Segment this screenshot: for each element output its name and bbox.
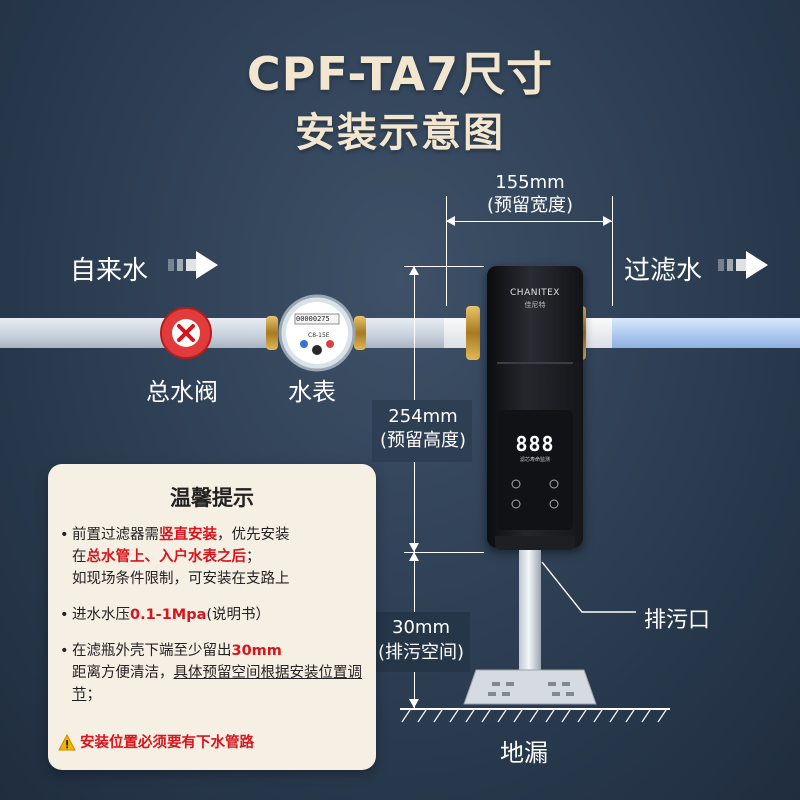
bullet-icon: •: [60, 527, 69, 543]
drain-label-bg: [374, 612, 470, 672]
drain-pipe: [519, 550, 541, 690]
flow-arrow-in-icon: [168, 251, 218, 279]
title-line-2: 安装示意图: [295, 110, 505, 156]
main-valve-label: 总水阀: [146, 378, 218, 406]
height-dim-bottom-line: [404, 552, 484, 553]
outlet-pipe: [610, 318, 800, 348]
filter-head: [487, 266, 583, 362]
drain-space-label: (排污空间): [377, 642, 465, 663]
width-label: (预留宽度): [486, 195, 574, 216]
water-meter-icon: [278, 294, 356, 372]
meter-fitting-left: [266, 316, 278, 350]
height-dim-top-line: [404, 266, 484, 267]
filter-brand: CHANITEX: [510, 288, 560, 298]
meter-fitting-right: [354, 316, 366, 350]
notice-item-4: 安装位置必须要有下水管路: [58, 732, 372, 754]
height-value: 254mm: [388, 406, 458, 427]
height-dim-arrows-icon: [409, 266, 419, 552]
inlet-brass-nut: [466, 306, 480, 360]
filter-display: 888: [515, 432, 555, 456]
drain-port-label: 排污口: [644, 608, 711, 633]
notice-item-1: • 前置过滤器需竖直安装，优先安装 在总水管上、入户水表之后； 如现场条件限制，…: [60, 524, 372, 590]
filter-bottom-cap: [495, 536, 575, 550]
filter-seam: [497, 362, 573, 364]
drain-space-value: 30mm: [392, 617, 450, 638]
notice-item-2: • 进水水压0.1-1Mpa(说明书）: [60, 604, 372, 626]
bullet-icon: •: [60, 643, 69, 659]
outlet-label: 过滤水: [624, 256, 703, 286]
floor-drain-icon: [463, 669, 597, 705]
main-valve-icon: [160, 307, 212, 359]
width-value: 155mm: [495, 172, 565, 193]
bullet-icon: •: [60, 607, 69, 623]
height-label: (预留高度): [379, 430, 467, 451]
drain-port-leader: [541, 561, 636, 613]
meter-model: C8-15E: [308, 332, 330, 339]
notice-box: 温馨提示 • 前置过滤器需竖直安装，优先安装 在总水管上、入户水表之后； 如现场…: [48, 464, 376, 770]
warning-icon: [58, 734, 76, 751]
width-dim-right-line: [612, 196, 613, 306]
inlet-label: 自来水: [70, 256, 149, 286]
floor-hatch-icon: [401, 710, 667, 723]
floor-line: [400, 708, 670, 710]
inlet-coupler: [444, 318, 466, 348]
filter-panel: [497, 410, 573, 530]
notice-item-3: • 在滤瓶外壳下端至少留出30mm 距离方便清洁，具体预留空间根据安装位置调节；: [60, 640, 372, 706]
filter-display-caption: 滤芯寿命监测: [519, 457, 550, 463]
meter-digits: 00000275: [296, 315, 330, 323]
height-label-bg: [372, 400, 472, 462]
width-dim-arrows-icon: [446, 216, 612, 226]
width-dim-left-line: [446, 196, 447, 306]
meter-to-filter-pipe: [364, 318, 454, 348]
notice-heading: 温馨提示: [170, 486, 254, 510]
drain-dim-arrows-icon: [409, 552, 419, 708]
floor-drain-label: 地漏: [500, 739, 548, 767]
filter-brand-cn: 佳尼特: [524, 301, 546, 309]
outlet-coupler: [586, 318, 612, 348]
width-dim-line: [446, 221, 612, 222]
water-meter-label: 水表: [288, 378, 336, 406]
inlet-pipe: [0, 318, 270, 348]
flow-arrow-out-icon: [718, 251, 768, 279]
filter-control-buttons-icon: [511, 479, 559, 509]
title-line-1: CPF-TA7尺寸: [246, 47, 554, 101]
